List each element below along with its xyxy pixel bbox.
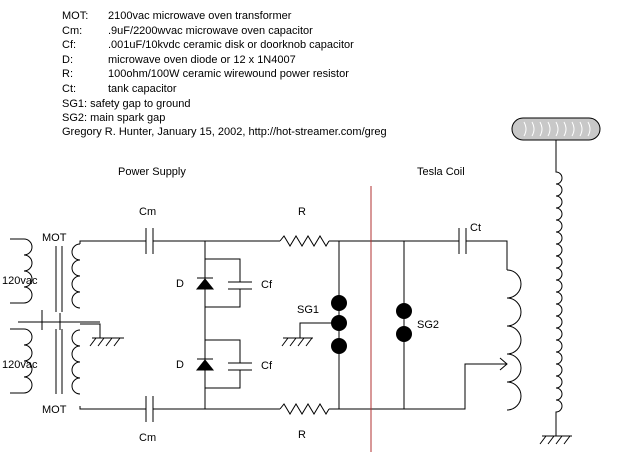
label-d-top: D: [176, 278, 184, 290]
cm-capacitor-top: [145, 228, 154, 254]
ground-symbol-sg1: [281, 337, 313, 347]
ground-symbol-mot: [89, 337, 124, 347]
label-cm-bottom: Cm: [139, 432, 157, 444]
label-sg2: SG2: [417, 319, 440, 331]
secondary-winding-bottom: [71, 329, 81, 395]
legend-row-mot: MOT:2100vac microwave oven transformer: [62, 10, 292, 22]
label-120vac-top: 120vac: [2, 275, 38, 287]
section-label-tesla-coil: Tesla Coil: [417, 166, 465, 178]
legend-row-sg1: SG1: safety gap to ground: [62, 97, 191, 110]
tesla-secondary-coil: [555, 138, 563, 436]
sg2-balls: [396, 303, 412, 342]
tesla-primary-coil: [506, 269, 522, 411]
ground-symbol-tesla: [539, 435, 572, 445]
cf-bracket-top: [205, 258, 252, 308]
label-r-top: R: [298, 206, 306, 218]
legend-row-cf: Cf:.001uF/10kvdc ceramic disk or doorkno…: [62, 39, 354, 52]
cf-bracket-bottom: [205, 339, 252, 389]
label-mot-top: MOT: [42, 232, 67, 244]
label-sg1: SG1: [297, 304, 320, 316]
sg1-balls: [331, 295, 347, 354]
ct-capacitor: [458, 228, 467, 254]
top-rail: [79, 240, 508, 270]
bottom-rail: [79, 363, 500, 410]
legend-row-sg2: SG2: main spark gap: [62, 112, 166, 125]
legend-row-r: R:100ohm/100W ceramic wirewound power re…: [62, 68, 349, 81]
cm-capacitor-bottom: [145, 396, 154, 422]
legend-row-d: D:microwave oven diode or 12 x 1N4007: [62, 53, 296, 66]
component-legend: MOT:2100vac microwave oven transformer C…: [62, 9, 354, 126]
label-d-bottom: D: [176, 359, 184, 371]
label-120vac-bottom: 120vac: [2, 359, 38, 371]
primary-winding-top: [10, 238, 33, 304]
section-label-power-supply: Power Supply: [118, 166, 186, 178]
label-ct: Ct: [470, 222, 481, 234]
secondary-winding-top: [71, 243, 81, 309]
mot-core-bottom: [55, 329, 63, 394]
label-cm-top: Cm: [139, 206, 157, 218]
author-credit: Gregory R. Hunter, January 15, 2002, htt…: [62, 126, 387, 138]
label-cf-top: Cf: [261, 279, 272, 291]
primary-winding-bottom: [10, 328, 33, 394]
toroid-top-load: [511, 117, 601, 141]
tap-arrow: [499, 357, 508, 371]
label-mot-bottom: MOT: [42, 404, 67, 416]
label-r-bottom: R: [298, 429, 306, 441]
legend-row-ct: Ct:tank capacitor: [62, 82, 177, 95]
legend-row-cm: Cm:.9uF/2200wvac microwave oven capacito…: [62, 24, 313, 37]
diode-bottom: [195, 358, 215, 371]
label-cf-bottom: Cf: [261, 360, 272, 372]
resistor-top: [279, 235, 330, 247]
mot-core-top: [55, 246, 63, 312]
resistor-bottom: [279, 403, 330, 415]
diode-top: [195, 277, 215, 290]
mot-center-tap: [18, 310, 101, 338]
